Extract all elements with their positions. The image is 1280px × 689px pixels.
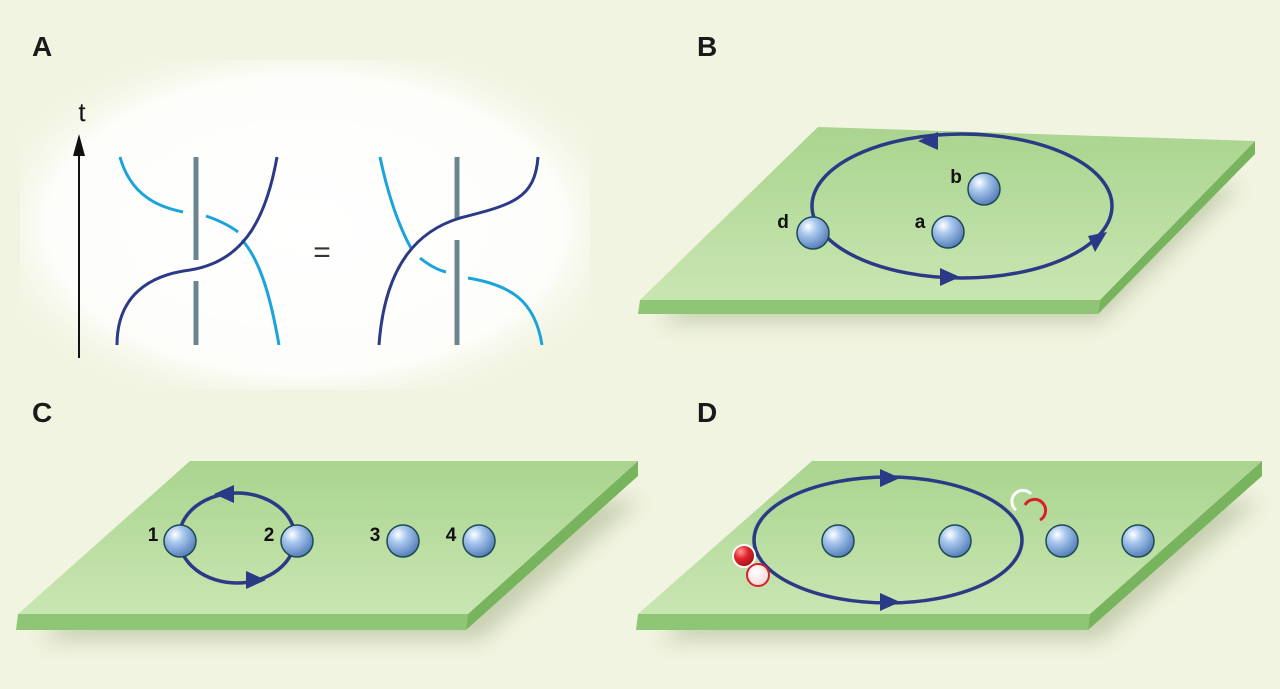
particle-d2 [938, 524, 972, 558]
braid-right [377, 156, 544, 346]
red-marker [732, 544, 756, 568]
orbit-b-arrow-right-icon [1088, 232, 1107, 252]
strand-dark-left [115, 156, 279, 346]
orbit-d-arrow-bottom-icon [880, 593, 900, 611]
orbit-d-arrow-top-icon [880, 469, 900, 487]
particle-3 [386, 524, 420, 558]
strand-light-right-c [467, 276, 544, 346]
plane-b-front-edge [638, 300, 1100, 314]
plane-b-surface [640, 127, 1255, 300]
label-1: 1 [148, 525, 159, 546]
strand-light-left-b [205, 214, 239, 234]
label-a: a [915, 212, 926, 233]
strand-light-left-a [118, 156, 184, 214]
panel-a-letter: A [32, 31, 52, 62]
white-ring-icon [1010, 488, 1033, 512]
particle-d [796, 216, 830, 250]
braid-left [115, 156, 281, 346]
red-ring-icon [1023, 497, 1048, 522]
label-b: b [950, 167, 962, 188]
particle-2 [280, 524, 314, 558]
label-d: d [777, 212, 789, 233]
orbit-b [810, 132, 1114, 280]
particle-1 [163, 524, 197, 558]
time-axis-arrow-icon [73, 134, 85, 156]
orbit-b-arrow-bottom-icon [940, 268, 960, 286]
label-2: 2 [264, 525, 275, 546]
strand-light-right-a [378, 156, 414, 251]
panel-c-letter: C [32, 397, 52, 428]
particle-d3 [1045, 524, 1079, 558]
panel-a: A t = [20, 31, 590, 390]
white-marker [746, 563, 770, 587]
label-4: 4 [446, 525, 457, 546]
strand-light-left-c [240, 238, 281, 346]
particle-d1 [821, 524, 855, 558]
orbit-c-arrow-top-icon [214, 485, 234, 503]
plane-c-side-edge [466, 461, 638, 630]
panel-d: D [636, 397, 1262, 640]
panel-b: B b a d [638, 31, 1255, 322]
strand-light-right-b [419, 256, 447, 274]
particle-4 [462, 524, 496, 558]
orbit-c-arrow-bottom-icon [246, 571, 266, 589]
equals-sign: = [313, 236, 331, 269]
plane-c-surface [18, 461, 638, 614]
panel-a-glow [20, 60, 590, 390]
particle-d4 [1121, 524, 1155, 558]
plane-b-side-edge [1098, 141, 1255, 314]
time-axis-label: t [78, 97, 86, 127]
panel-b-letter: B [697, 31, 717, 62]
plane-c-front-edge [16, 614, 468, 630]
particle-a [931, 215, 965, 249]
strand-dark-right [377, 156, 540, 346]
plane-d-front-edge [636, 614, 1090, 630]
plane-d-side-edge [1088, 461, 1262, 630]
panel-c: C 1 2 3 4 [16, 397, 640, 640]
label-3: 3 [370, 525, 381, 546]
particle-b [967, 172, 1001, 206]
orbit-b-arrow-top-icon [918, 132, 938, 150]
panel-d-letter: D [697, 397, 717, 428]
